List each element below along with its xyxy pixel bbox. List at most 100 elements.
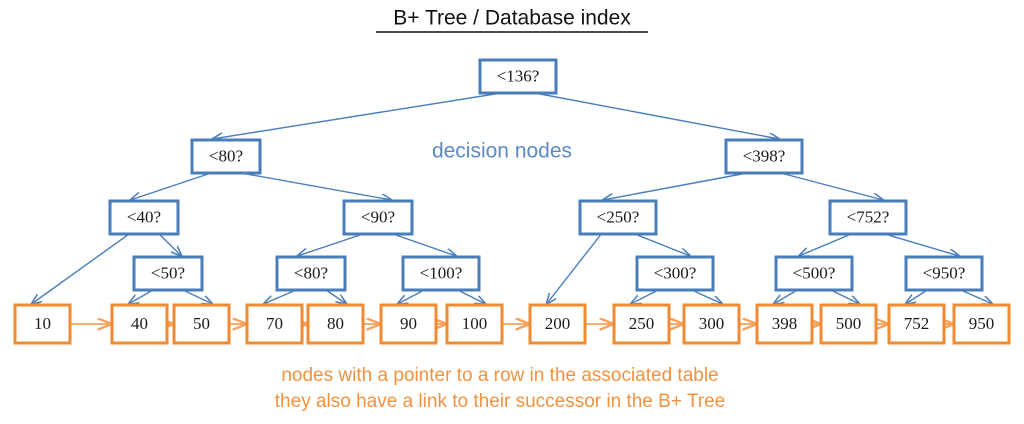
decision-node-label: <40? bbox=[127, 207, 161, 226]
decision-node-box[interactable] bbox=[132, 255, 204, 292]
leaf-node[interactable]: 200 bbox=[528, 303, 587, 345]
decision-node[interactable]: <398? bbox=[724, 138, 804, 175]
leaf-node-label: 250 bbox=[629, 314, 655, 333]
decision-node-box[interactable] bbox=[275, 255, 347, 292]
leaf-node-box[interactable] bbox=[245, 303, 304, 345]
decision-nodes-annotation: decision nodes bbox=[432, 140, 572, 163]
leaf-node-box[interactable] bbox=[379, 303, 438, 345]
decision-edge bbox=[130, 172, 212, 200]
decision-node-label: <136? bbox=[497, 66, 540, 85]
decision-node-label: <90? bbox=[361, 207, 395, 226]
decision-edge bbox=[264, 289, 297, 304]
leaf-node-box[interactable] bbox=[445, 303, 504, 345]
leaf-node[interactable]: 50 bbox=[172, 303, 231, 345]
decision-nodes-layer: <136? <80? <398? <40? <90? <250? <752? <50? <80?… bbox=[108, 58, 984, 292]
leaf-node-box[interactable] bbox=[306, 303, 365, 345]
decision-edge bbox=[830, 289, 860, 304]
decision-node-label: <300? bbox=[654, 263, 697, 282]
decision-node[interactable]: <300? bbox=[635, 255, 715, 292]
leaf-node-box[interactable] bbox=[682, 303, 741, 345]
leaf-node-label: 300 bbox=[699, 314, 725, 333]
decision-node-box[interactable] bbox=[401, 255, 481, 292]
leaf-node-label: 398 bbox=[772, 314, 798, 333]
decision-edge bbox=[906, 289, 928, 304]
leaf-node-box[interactable] bbox=[819, 303, 878, 345]
decision-node[interactable]: <752? bbox=[828, 199, 908, 236]
decision-node[interactable]: <80? bbox=[275, 255, 347, 292]
leaf-node[interactable]: 70 bbox=[245, 303, 304, 345]
decision-edge bbox=[398, 289, 425, 304]
decision-edge bbox=[392, 233, 456, 256]
leaf-node-box[interactable] bbox=[172, 303, 231, 345]
leaf-node[interactable]: 90 bbox=[379, 303, 438, 345]
decision-node-box[interactable] bbox=[724, 138, 804, 175]
page-title: B+ Tree / Database index bbox=[393, 7, 631, 30]
decision-node-box[interactable] bbox=[578, 199, 658, 236]
decision-edges-layer bbox=[32, 92, 993, 304]
decision-edge bbox=[547, 233, 602, 304]
leaf-node-box[interactable] bbox=[13, 303, 72, 345]
decision-node-label: <100? bbox=[420, 263, 463, 282]
decision-edge bbox=[634, 233, 690, 256]
leaf-node[interactable]: 752 bbox=[887, 303, 946, 345]
leaf-node[interactable]: 398 bbox=[755, 303, 814, 345]
leaf-node-label: 100 bbox=[462, 314, 488, 333]
decision-node[interactable]: <80? bbox=[190, 138, 262, 175]
decision-node-box[interactable] bbox=[904, 255, 984, 292]
decision-node-label: <500? bbox=[793, 263, 836, 282]
leaf-node-box[interactable] bbox=[755, 303, 814, 345]
decision-edge bbox=[457, 289, 486, 304]
decision-node[interactable]: <136? bbox=[478, 58, 558, 95]
leaf-node[interactable]: 500 bbox=[819, 303, 878, 345]
decision-edge bbox=[158, 233, 182, 256]
decision-node-box[interactable] bbox=[828, 199, 908, 236]
title-group: B+ Tree / Database index bbox=[376, 7, 648, 33]
decision-node[interactable]: <100? bbox=[401, 255, 481, 292]
leaf-node-box[interactable] bbox=[110, 303, 169, 345]
decision-edge bbox=[129, 289, 154, 304]
decision-node[interactable]: <950? bbox=[904, 255, 984, 292]
decision-node[interactable]: <250? bbox=[578, 199, 658, 236]
decision-node[interactable]: <500? bbox=[774, 255, 854, 292]
decision-edge bbox=[297, 233, 364, 256]
leaf-node[interactable]: 80 bbox=[306, 303, 365, 345]
decision-edge bbox=[884, 233, 959, 256]
decision-node-box[interactable] bbox=[774, 255, 854, 292]
decision-node-label: <80? bbox=[209, 146, 243, 165]
decision-node[interactable]: <40? bbox=[108, 199, 180, 236]
decision-node-box[interactable] bbox=[478, 58, 558, 95]
decision-node-box[interactable] bbox=[342, 199, 414, 236]
leaf-node-label: 752 bbox=[904, 314, 930, 333]
leaf-node-box[interactable] bbox=[887, 303, 946, 345]
leaf-node-label: 90 bbox=[400, 314, 417, 333]
leaf-node[interactable]: 100 bbox=[445, 303, 504, 345]
leaf-node-box[interactable] bbox=[612, 303, 671, 345]
leaf-caption-line-1: nodes with a pointer to a row in the ass… bbox=[281, 365, 718, 386]
leaf-node-label: 950 bbox=[969, 314, 995, 333]
leaf-node[interactable]: 250 bbox=[612, 303, 671, 345]
leaf-caption-line-2: they also have a link to their successor… bbox=[275, 391, 725, 412]
leaf-node[interactable]: 10 bbox=[13, 303, 72, 345]
decision-edge bbox=[960, 289, 993, 304]
decision-edge bbox=[631, 289, 659, 304]
decision-node-box[interactable] bbox=[108, 199, 180, 236]
decision-node-box[interactable] bbox=[635, 255, 715, 292]
leaf-node[interactable]: 300 bbox=[682, 303, 741, 345]
leaf-node-box[interactable] bbox=[952, 303, 1011, 345]
leaf-node-label: 80 bbox=[327, 314, 344, 333]
decision-node[interactable]: <90? bbox=[342, 199, 414, 236]
decision-edge bbox=[774, 289, 798, 304]
decision-edge bbox=[603, 172, 748, 200]
leaf-node[interactable]: 950 bbox=[952, 303, 1011, 345]
decision-node[interactable]: <50? bbox=[132, 255, 204, 292]
leaf-node-box[interactable] bbox=[528, 303, 587, 345]
decision-edge bbox=[240, 172, 392, 200]
decision-node-label: <80? bbox=[294, 263, 328, 282]
decision-node-label: <50? bbox=[151, 263, 185, 282]
decision-edge bbox=[780, 172, 883, 200]
decision-node-box[interactable] bbox=[190, 138, 262, 175]
decision-edge bbox=[212, 92, 502, 139]
leaf-node[interactable]: 40 bbox=[110, 303, 169, 345]
